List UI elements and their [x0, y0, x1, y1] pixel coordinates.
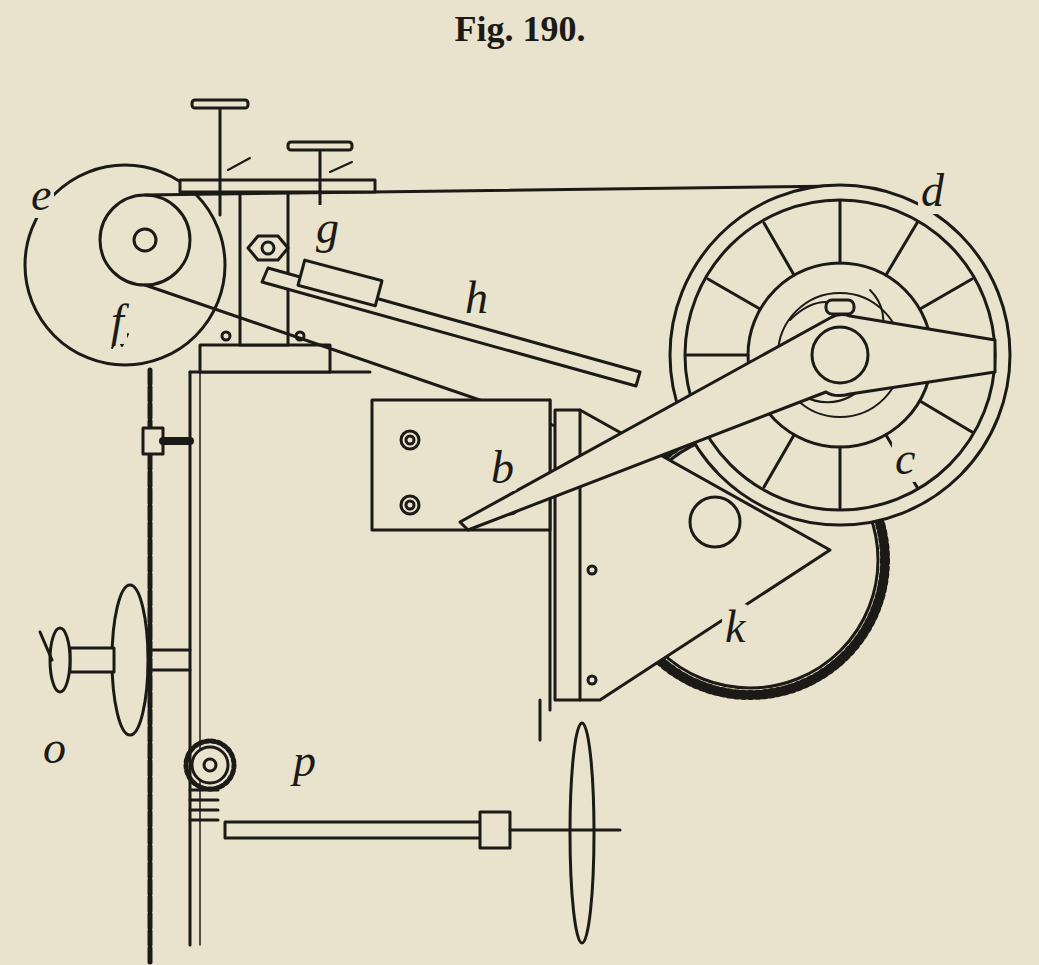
part-letter: g	[313, 205, 342, 251]
connecting-rod	[262, 260, 640, 386]
feed-shaft	[186, 723, 620, 943]
part-letter: h	[462, 275, 491, 321]
part-letter: k	[722, 604, 748, 650]
part-letter: d	[918, 168, 947, 214]
bracket-plate	[372, 400, 550, 530]
part-letter: c	[892, 436, 918, 482]
part-letter: p	[290, 738, 319, 784]
part-letter: e	[28, 172, 54, 218]
figure-title: Fig. 190.	[455, 8, 586, 50]
guide-bracket	[163, 437, 190, 445]
handwheel-o	[40, 585, 190, 735]
machine-frame	[190, 345, 550, 945]
part-letter: b	[488, 445, 517, 491]
clamp-plate	[180, 100, 375, 215]
lever-arm	[460, 300, 995, 530]
bearing-post	[222, 185, 304, 345]
part-letter: f	[108, 298, 127, 344]
part-letter: o	[40, 725, 69, 771]
